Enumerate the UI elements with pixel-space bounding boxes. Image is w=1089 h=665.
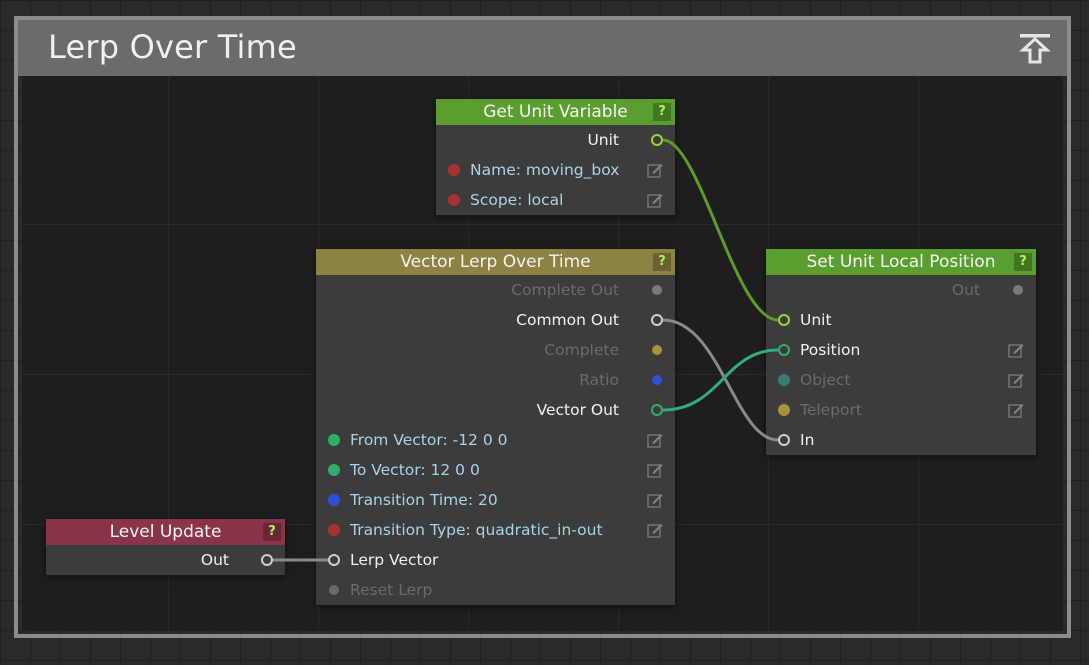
input-port-to-vector[interactable]: To Vector: 12 0 0 [316, 455, 675, 485]
output-port-out[interactable]: Out [766, 275, 1036, 305]
output-pin[interactable] [652, 375, 662, 385]
node-title: Set Unit Local Position [806, 252, 996, 272]
pencil-edit-icon[interactable] [647, 162, 663, 178]
help-question-icon[interactable]: ? [653, 253, 671, 271]
help-question-icon[interactable]: ? [263, 523, 281, 541]
input-port-object[interactable]: Object [766, 365, 1036, 395]
help-question-icon[interactable]: ? [653, 103, 671, 121]
port-label: In [800, 431, 815, 449]
output-port-out[interactable]: Out [46, 545, 285, 575]
input-port-unit[interactable]: Unit [766, 305, 1036, 335]
input-pin[interactable] [448, 164, 460, 176]
group-header[interactable]: Lerp Over Time [18, 20, 1067, 76]
input-pin[interactable] [778, 374, 790, 386]
input-port-transition-time[interactable]: Transition Time: 20 [316, 485, 675, 515]
node-vector-lerp-over-time[interactable]: Vector Lerp Over Time ? Complete Out Com… [316, 249, 675, 605]
output-port-unit[interactable]: Unit [436, 125, 675, 155]
port-label: Teleport [800, 401, 862, 419]
port-label: From Vector: -12 0 0 [350, 431, 508, 449]
input-pin[interactable] [328, 554, 340, 566]
output-pin[interactable] [261, 554, 273, 566]
output-pin[interactable] [652, 285, 662, 295]
pencil-edit-icon[interactable] [647, 522, 663, 538]
node-title: Get Unit Variable [483, 102, 628, 122]
output-pin[interactable] [1013, 285, 1023, 295]
output-port-common-out[interactable]: Common Out [316, 305, 675, 335]
port-label: Transition Type: quadratic_in-out [350, 521, 603, 539]
port-label: Position [800, 341, 861, 359]
port-label: Reset Lerp [350, 581, 433, 599]
output-pin[interactable] [651, 404, 663, 416]
output-port-complete-out[interactable]: Complete Out [316, 275, 675, 305]
port-label: Object [800, 371, 851, 389]
input-port-from-vector[interactable]: From Vector: -12 0 0 [316, 425, 675, 455]
node-header[interactable]: Vector Lerp Over Time ? [316, 249, 675, 275]
port-label: Unit [587, 131, 619, 149]
port-label: Scope: local [470, 191, 564, 209]
node-header[interactable]: Get Unit Variable ? [436, 99, 675, 125]
input-port-lerp-vector[interactable]: Lerp Vector [316, 545, 675, 575]
input-pin[interactable] [448, 194, 460, 206]
output-pin[interactable] [652, 345, 662, 355]
input-pin[interactable] [328, 524, 340, 536]
node-title: Level Update [109, 522, 222, 542]
port-label: To Vector: 12 0 0 [350, 461, 480, 479]
node-header[interactable]: Level Update ? [46, 519, 285, 545]
input-pin[interactable] [778, 314, 790, 326]
input-port-in[interactable]: In [766, 425, 1036, 455]
output-pin[interactable] [651, 134, 663, 146]
pencil-edit-icon[interactable] [647, 462, 663, 478]
input-port-teleport[interactable]: Teleport [766, 395, 1036, 425]
port-label: Name: moving_box [470, 161, 620, 179]
collapse-up-icon[interactable] [1017, 30, 1053, 66]
pencil-edit-icon[interactable] [1008, 402, 1024, 418]
input-port-name[interactable]: Name: moving_box [436, 155, 675, 185]
node-get-unit-variable[interactable]: Get Unit Variable ? Unit Name: moving_bo… [436, 99, 675, 215]
input-pin[interactable] [328, 434, 340, 446]
input-pin[interactable] [778, 344, 790, 356]
output-port-complete[interactable]: Complete [316, 335, 675, 365]
pencil-edit-icon[interactable] [1008, 372, 1024, 388]
node-header[interactable]: Set Unit Local Position ? [766, 249, 1036, 275]
input-port-transition-type[interactable]: Transition Type: quadratic_in-out [316, 515, 675, 545]
port-label: Vector Out [536, 401, 619, 419]
port-label: Out [200, 551, 229, 569]
output-port-ratio[interactable]: Ratio [316, 365, 675, 395]
input-pin[interactable] [778, 404, 790, 416]
group-title: Lerp Over Time [48, 28, 297, 66]
pencil-edit-icon[interactable] [647, 192, 663, 208]
port-label: Complete Out [511, 281, 619, 299]
port-label: Lerp Vector [350, 551, 439, 569]
port-label: Common Out [516, 311, 619, 329]
port-label: Unit [800, 311, 832, 329]
input-port-reset-lerp[interactable]: Reset Lerp [316, 575, 675, 605]
pencil-edit-icon[interactable] [1008, 342, 1024, 358]
input-port-scope[interactable]: Scope: local [436, 185, 675, 215]
port-label: Complete [544, 341, 619, 359]
output-pin[interactable] [651, 314, 663, 326]
node-set-unit-local-position[interactable]: Set Unit Local Position ? Out Unit Posit… [766, 249, 1036, 455]
help-question-icon[interactable]: ? [1014, 253, 1032, 271]
port-label: Out [951, 281, 980, 299]
port-label: Transition Time: 20 [350, 491, 498, 509]
input-pin[interactable] [329, 585, 339, 595]
port-label: Ratio [579, 371, 619, 389]
pencil-edit-icon[interactable] [647, 432, 663, 448]
output-port-vector-out[interactable]: Vector Out [316, 395, 675, 425]
input-pin[interactable] [778, 434, 790, 446]
node-level-update[interactable]: Level Update ? Out [46, 519, 285, 575]
pencil-edit-icon[interactable] [647, 492, 663, 508]
input-port-position[interactable]: Position [766, 335, 1036, 365]
input-pin[interactable] [328, 464, 340, 476]
input-pin[interactable] [328, 494, 340, 506]
node-title: Vector Lerp Over Time [400, 252, 591, 272]
